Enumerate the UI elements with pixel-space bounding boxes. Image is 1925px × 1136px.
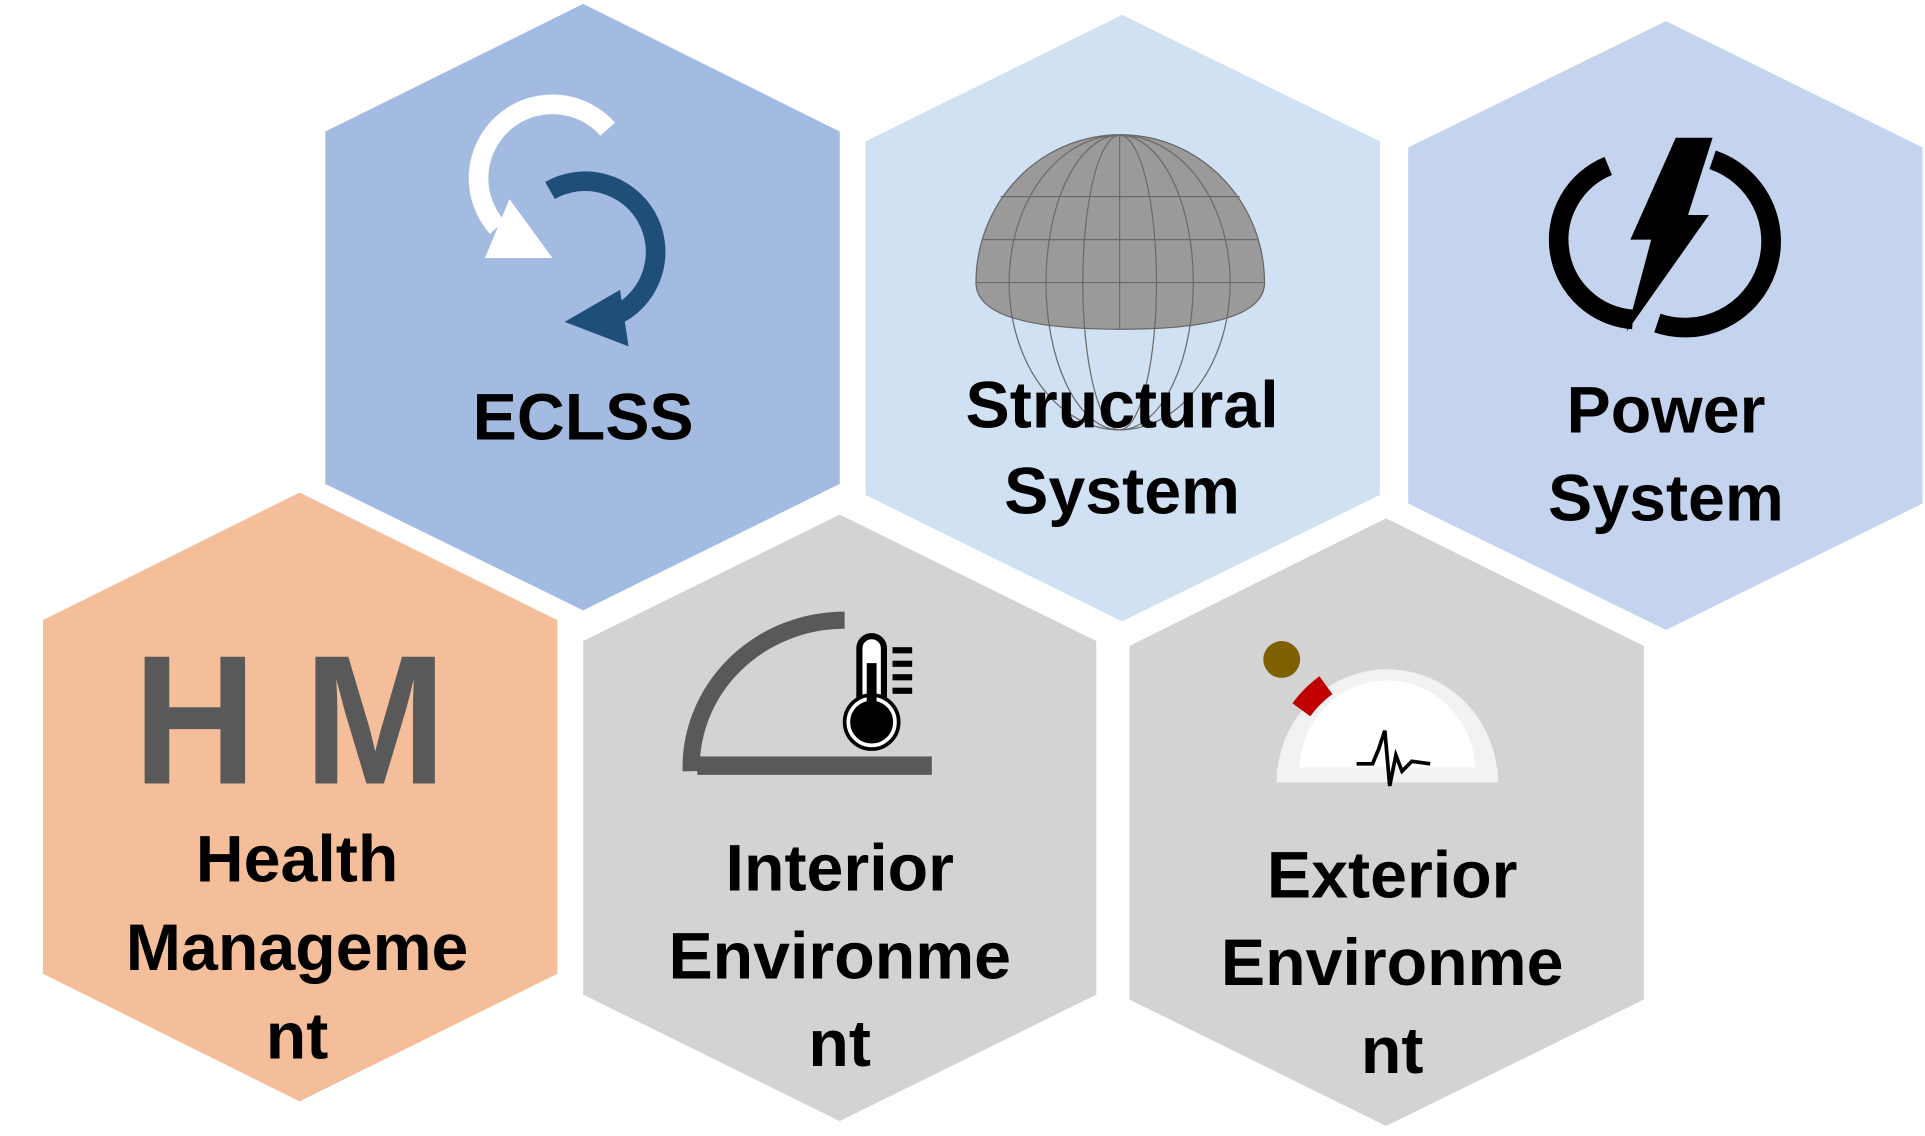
thermometer-icon	[682, 611, 932, 775]
tile-eclss: ECLSS	[325, 3, 840, 611]
tile-interior-environment: Interior Environme nt	[583, 514, 1097, 1122]
power-label-line2: System	[1548, 462, 1784, 536]
eclss-label: ECLSS	[473, 381, 694, 455]
tile-exterior-environment: Exterior Environme nt	[1129, 518, 1644, 1126]
exterior-label-line3: nt	[1361, 1014, 1424, 1088]
lightning-power-icon	[1548, 137, 1781, 338]
health-label-line2: Manageme	[126, 911, 469, 985]
health-label-line1: Health	[196, 823, 399, 897]
interior-label-line3: nt	[808, 1007, 871, 1081]
recycle-arrows-icon	[468, 94, 666, 347]
power-label-line1: Power	[1566, 373, 1765, 447]
hm-badge: H M	[133, 617, 446, 823]
dome-icon	[975, 134, 1266, 431]
interior-label-line1: Interior	[726, 831, 954, 905]
structural-label-line1: Structural	[966, 368, 1279, 442]
tile-power: Power System	[1408, 21, 1923, 630]
interior-label-line2: Environme	[668, 920, 1011, 994]
exterior-label-line2: Environme	[1221, 926, 1564, 1000]
exterior-label-line1: Exterior	[1267, 839, 1517, 913]
health-label-line3: nt	[266, 999, 329, 1073]
structural-label-line2: System	[1004, 454, 1240, 528]
tile-health-management: H M Health Manageme nt	[42, 492, 558, 1102]
seismometer-gauge-icon	[1263, 641, 1498, 787]
tile-structural: Structural System	[865, 14, 1380, 622]
